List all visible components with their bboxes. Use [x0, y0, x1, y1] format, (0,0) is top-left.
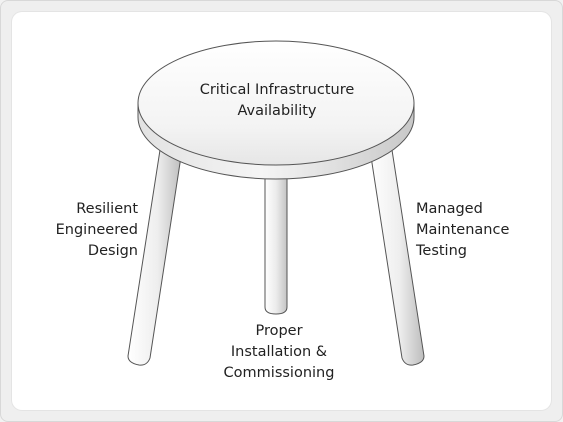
center-leg-label-line-2: Installation & — [230, 344, 328, 360]
left-leg — [127, 149, 183, 366]
center-leg-label-line-3: Commissioning — [223, 365, 335, 381]
stool-seat — [137, 40, 415, 180]
center-leg — [264, 169, 288, 315]
seat-label: Critical Infrastructure Availability — [177, 80, 377, 122]
left-leg-label: Resilient Engineered Design — [38, 199, 138, 262]
left-leg-label-line-2: Engineered — [55, 222, 138, 238]
center-leg-label: Proper Installation & Commissioning — [199, 321, 359, 384]
right-leg-label: Managed Maintenance Testing — [416, 199, 536, 262]
left-leg-label-line-3: Design — [87, 243, 138, 259]
right-leg — [369, 149, 425, 366]
right-leg-label-line-2: Maintenance — [416, 222, 510, 238]
seat-label-line-2: Availability — [237, 103, 317, 119]
left-leg-label-line-1: Resilient — [76, 201, 138, 217]
right-leg-label-line-1: Managed — [416, 201, 483, 217]
right-leg-label-line-3: Testing — [416, 243, 467, 259]
seat-label-line-1: Critical Infrastructure — [199, 82, 355, 98]
center-leg-label-line-1: Proper — [255, 323, 303, 339]
